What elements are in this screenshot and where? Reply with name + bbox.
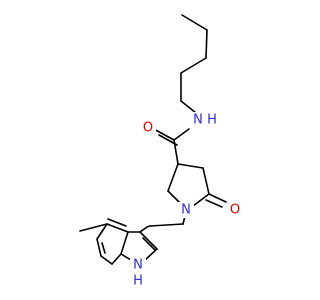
- bond: [139, 231, 158, 250]
- bond: [192, 193, 210, 207]
- bond: [96, 223, 108, 240]
- indole-ring-system: [79, 218, 158, 265]
- bond: [120, 253, 132, 261]
- bond: [181, 14, 208, 31]
- bond: [142, 237, 156, 251]
- amide-h-text: H: [207, 113, 217, 128]
- lactam-oxygen-label: O: [227, 202, 243, 218]
- lactam-o-text: O: [230, 203, 240, 218]
- pentyl-chain: [180, 14, 208, 114]
- bond: [202, 167, 210, 195]
- structure-canvas: N H O N O N H: [79, 14, 243, 289]
- indole-h-text: H: [133, 274, 143, 289]
- ring-nitrogen-label: N: [178, 202, 194, 218]
- bond: [205, 29, 208, 59]
- bond: [173, 139, 179, 165]
- bond: [144, 248, 158, 261]
- indole-n-text: N: [133, 258, 143, 273]
- amide-o-text: O: [143, 121, 153, 136]
- bond: [205, 199, 223, 208]
- bond: [149, 223, 184, 227]
- bond: [111, 253, 122, 265]
- bond: [173, 128, 190, 141]
- bond: [79, 223, 108, 232]
- bond: [106, 223, 129, 233]
- bond: [107, 218, 127, 227]
- pyrrolidinone-ring: [167, 163, 227, 208]
- bond: [208, 193, 227, 203]
- amide-group: [151, 127, 190, 165]
- bond: [100, 255, 113, 265]
- amide-carbonyl-oxygen-label: O: [140, 120, 156, 136]
- bond: [180, 57, 207, 74]
- bond: [177, 163, 204, 169]
- bond: [167, 163, 179, 192]
- bond: [120, 231, 129, 255]
- molecule-structure: N H O N O N H: [79, 14, 243, 289]
- amide-n-text: N: [193, 113, 203, 128]
- amide-nitrogen-label: N H: [190, 112, 217, 128]
- bond: [101, 242, 106, 254]
- indole-nitrogen-label: N H: [130, 258, 146, 289]
- bond: [180, 100, 197, 114]
- bond: [139, 226, 148, 233]
- bond: [96, 238, 102, 257]
- ring-n-text: N: [181, 203, 191, 218]
